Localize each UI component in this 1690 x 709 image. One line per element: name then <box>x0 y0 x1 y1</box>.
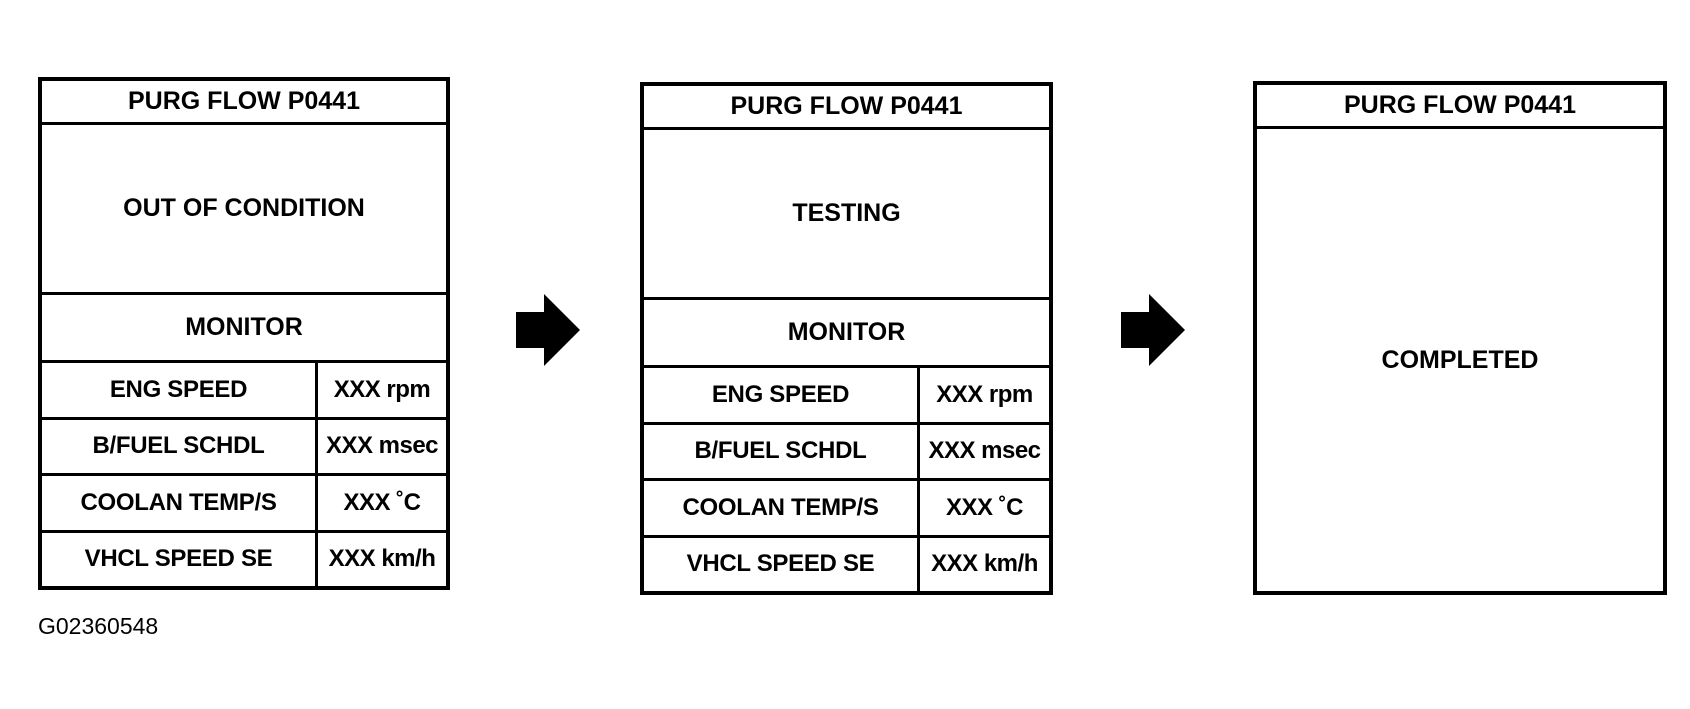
param-value: XXX ˚C <box>343 488 421 516</box>
table-row: B/FUEL SCHDL XXX msec <box>644 424 1049 481</box>
table-row: ENG SPEED XXX rpm <box>644 368 1049 425</box>
param-name: COOLAN TEMP/S <box>42 476 318 530</box>
param-name: ENG SPEED <box>42 363 318 417</box>
param-value: XXX ˚C <box>945 493 1024 521</box>
screen-title: PURG FLOW P0441 <box>644 86 1049 130</box>
table-row: VHCL SPEED SE XXX km/h <box>644 537 1049 591</box>
table-row: COOLAN TEMP/S XXX ˚C <box>644 481 1049 538</box>
status-text: OUT OF CONDITION <box>42 125 446 295</box>
param-name: COOLAN TEMP/S <box>644 481 920 535</box>
status-text: TESTING <box>644 130 1049 300</box>
param-value: XXX msec <box>325 432 439 460</box>
screen-testing: PURG FLOW P0441 TESTING MONITOR ENG SPEE… <box>640 82 1053 595</box>
screen-title: PURG FLOW P0441 <box>1257 85 1663 129</box>
param-name: VHCL SPEED SE <box>644 537 920 591</box>
param-value: XXX km/h <box>931 550 1038 578</box>
param-value: XXX rpm <box>333 375 431 403</box>
param-name: ENG SPEED <box>644 368 920 422</box>
status-text: COMPLETED <box>1381 345 1539 374</box>
param-value: XXX km/h <box>328 545 436 573</box>
param-value: XXX msec <box>928 437 1041 465</box>
right-arrow-icon <box>1121 294 1185 366</box>
table-row: COOLAN TEMP/S XXX ˚C <box>42 476 446 533</box>
table-row: VHCL SPEED SE XXX km/h <box>42 532 446 586</box>
monitor-table: ENG SPEED XXX rpm B/FUEL SCHDL XXX msec … <box>644 368 1049 591</box>
screen-completed: PURG FLOW P0441 COMPLETED <box>1253 81 1667 595</box>
screen-title: PURG FLOW P0441 <box>42 81 446 125</box>
table-row: B/FUEL SCHDL XXX msec <box>42 419 446 476</box>
right-arrow-icon <box>516 294 580 366</box>
monitor-header: MONITOR <box>644 300 1049 368</box>
param-value: XXX rpm <box>936 380 1033 408</box>
monitor-header: MONITOR <box>42 295 446 363</box>
monitor-table: ENG SPEED XXX rpm B/FUEL SCHDL XXX msec … <box>42 363 446 586</box>
param-name: B/FUEL SCHDL <box>644 424 920 478</box>
screen-out-of-condition: PURG FLOW P0441 OUT OF CONDITION MONITOR… <box>38 77 450 590</box>
param-name: B/FUEL SCHDL <box>42 419 318 473</box>
param-name: VHCL SPEED SE <box>42 532 318 586</box>
figure-id: G02360548 <box>38 613 159 639</box>
table-row: ENG SPEED XXX rpm <box>42 363 446 420</box>
